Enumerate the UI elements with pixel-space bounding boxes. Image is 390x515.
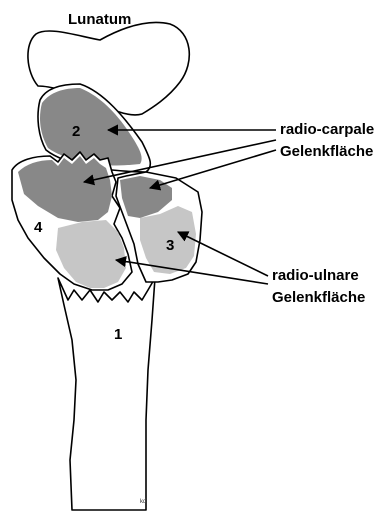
label-bone-4: 4	[34, 219, 43, 236]
label-bone-1: 1	[114, 326, 122, 343]
label-bone-3: 3	[166, 237, 174, 254]
radius-shaft	[58, 278, 155, 510]
artist-signature: kd	[140, 499, 146, 505]
label-bone-2: 2	[72, 123, 80, 140]
radioulnar-label-line1: radio-ulnare	[272, 267, 359, 284]
radiocarpal-label-line2: Gelenkfläche	[280, 143, 373, 160]
diagram-title: Lunatum	[68, 11, 131, 28]
radiocarpal-label-line1: radio-carpale	[280, 121, 374, 138]
pointer-radiocarpal-3	[150, 150, 276, 188]
radioulnar-label-line2: Gelenkfläche	[272, 289, 365, 306]
